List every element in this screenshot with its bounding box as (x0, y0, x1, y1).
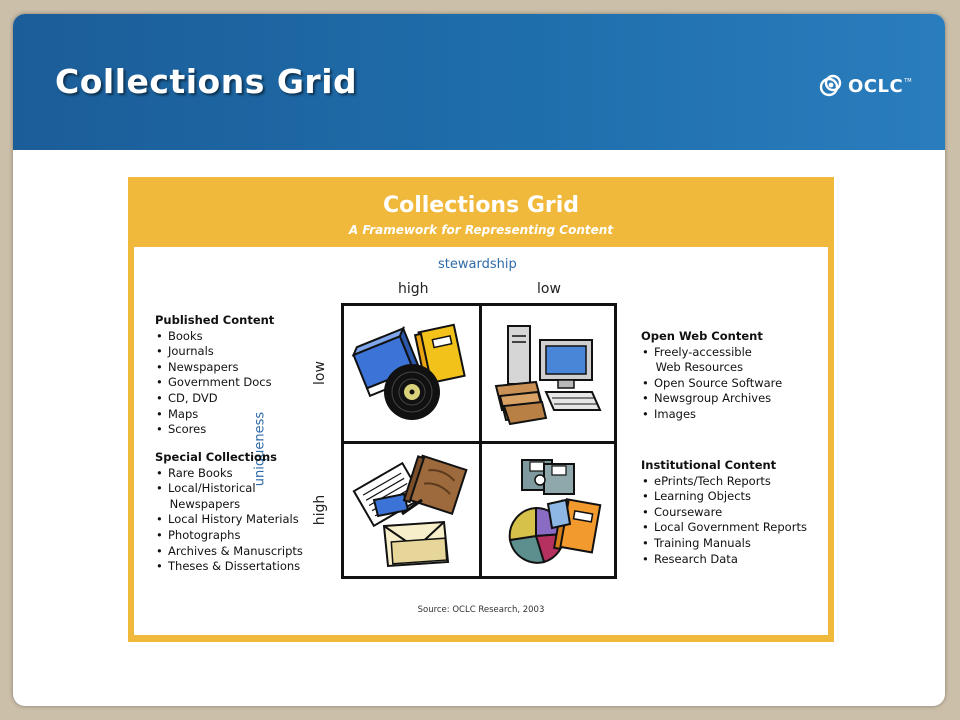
list-item-continuation: Web Resources (652, 360, 744, 375)
list-item: Government Docs (155, 375, 274, 391)
open-web-content-list: Open Web Content Freely-accessible Web R… (641, 329, 782, 423)
oclc-logo-text: OCLC (848, 75, 904, 97)
stewardship-low-label: low (537, 281, 561, 297)
list-item: Scores (155, 422, 274, 438)
data-and-courseware-icon (508, 459, 602, 564)
list-item: Local/Historical (155, 481, 303, 497)
quadrant-low-stewardship-high-uniqueness (482, 444, 614, 576)
list-item: Newspapers (155, 360, 274, 376)
slide: Collections Grid OCLC TM Collections Gri… (13, 14, 945, 706)
stewardship-high-label: high (398, 281, 429, 297)
slide-title: Collections Grid (55, 62, 358, 101)
special-collections-list: Special Collections Rare Books Local/His… (155, 450, 303, 575)
list-item: Books (155, 329, 274, 345)
list-item: Theses & Dissertations (155, 559, 303, 575)
quadrant-low-stewardship-low-uniqueness (482, 306, 614, 438)
slide-header: Collections Grid OCLC TM (13, 14, 945, 150)
list-item: Rare Books (155, 466, 303, 482)
uniqueness-low-label: low (312, 361, 328, 385)
list-item: CD, DVD (155, 391, 274, 407)
list-item: Courseware (641, 505, 807, 521)
oclc-logo-icon (819, 74, 842, 97)
figure-title: Collections Grid (382, 193, 580, 218)
oclc-logo: OCLC TM (818, 70, 918, 102)
figure-source-note: Source: OCLC Research, 2003 (417, 605, 545, 615)
list-item: Open Source Software (641, 376, 782, 392)
open-web-content-heading: Open Web Content (641, 329, 763, 343)
list-item: Local Government Reports (641, 520, 807, 536)
list-item: ePrints/Tech Reports (641, 474, 807, 490)
list-item: Training Manuals (641, 536, 807, 552)
special-collections-heading: Special Collections (155, 450, 277, 464)
figure-content: stewardship high low uniqueness low high… (134, 247, 828, 635)
list-item: Archives & Manuscripts (155, 544, 303, 560)
list-item: Freely-accessible (641, 345, 782, 361)
list-item: Maps (155, 407, 274, 423)
institutional-content-list: Institutional Content ePrints/Tech Repor… (641, 458, 807, 567)
institutional-content-heading: Institutional Content (641, 458, 777, 472)
quadrant-high-stewardship-high-uniqueness (344, 444, 476, 576)
list-item: Local History Materials (155, 512, 303, 528)
list-item: Photographs (155, 528, 303, 544)
stewardship-axis-label: stewardship (438, 257, 517, 272)
published-content-list: Published Content Books Journals Newspap… (155, 313, 274, 438)
list-item-continuation: Newspapers (166, 496, 241, 511)
list-item: Newsgroup Archives (641, 391, 782, 407)
quadrant-high-stewardship-low-uniqueness (344, 306, 476, 438)
list-item: Images (641, 407, 782, 423)
uniqueness-high-label: high (312, 494, 328, 526)
list-item: Research Data (641, 552, 807, 568)
published-content-heading: Published Content (155, 313, 275, 327)
grid-divider (344, 441, 614, 444)
documents-and-rare-books-icon (352, 454, 468, 568)
collections-grid-figure: Collections Grid A Framework for Represe… (128, 177, 834, 642)
books-and-disc-icon (351, 323, 466, 420)
computer-icon (494, 325, 602, 426)
list-item: Learning Objects (641, 489, 807, 505)
list-item: Journals (155, 344, 274, 360)
oclc-logo-trademark: TM (904, 78, 912, 84)
quadrant-grid (341, 303, 617, 579)
figure-subtitle: A Framework for Representing Content (348, 223, 614, 237)
